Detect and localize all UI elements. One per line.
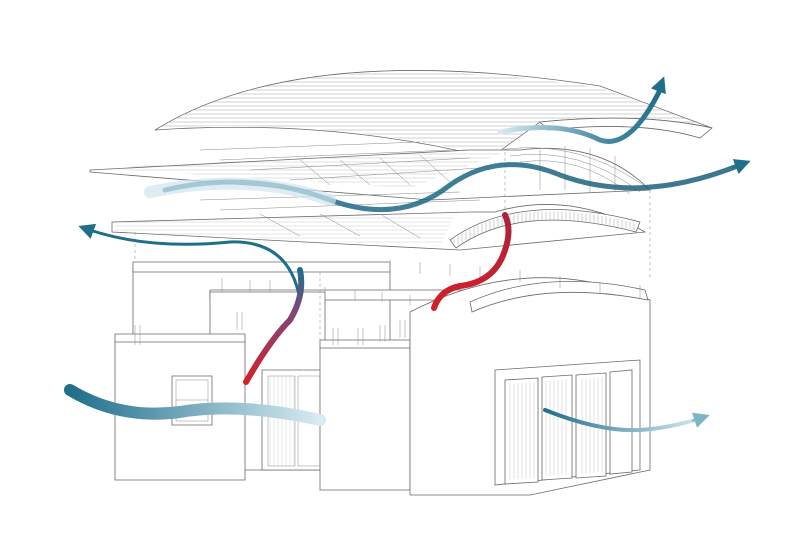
airflow-warm-rise-left bbox=[243, 267, 305, 385]
building-volume bbox=[114, 260, 651, 496]
airflow-upper-cross bbox=[144, 159, 751, 213]
airflow-ground-right-exhaust bbox=[543, 408, 710, 433]
airflow-warm-rise-right bbox=[431, 212, 512, 311]
roof-shell bbox=[154, 70, 713, 159]
glazed-doors bbox=[504, 369, 633, 485]
airflow-top-exhaust bbox=[497, 76, 666, 144]
airflow-ground-left-intake bbox=[64, 384, 326, 426]
airflow-left-exhaust bbox=[78, 223, 302, 302]
